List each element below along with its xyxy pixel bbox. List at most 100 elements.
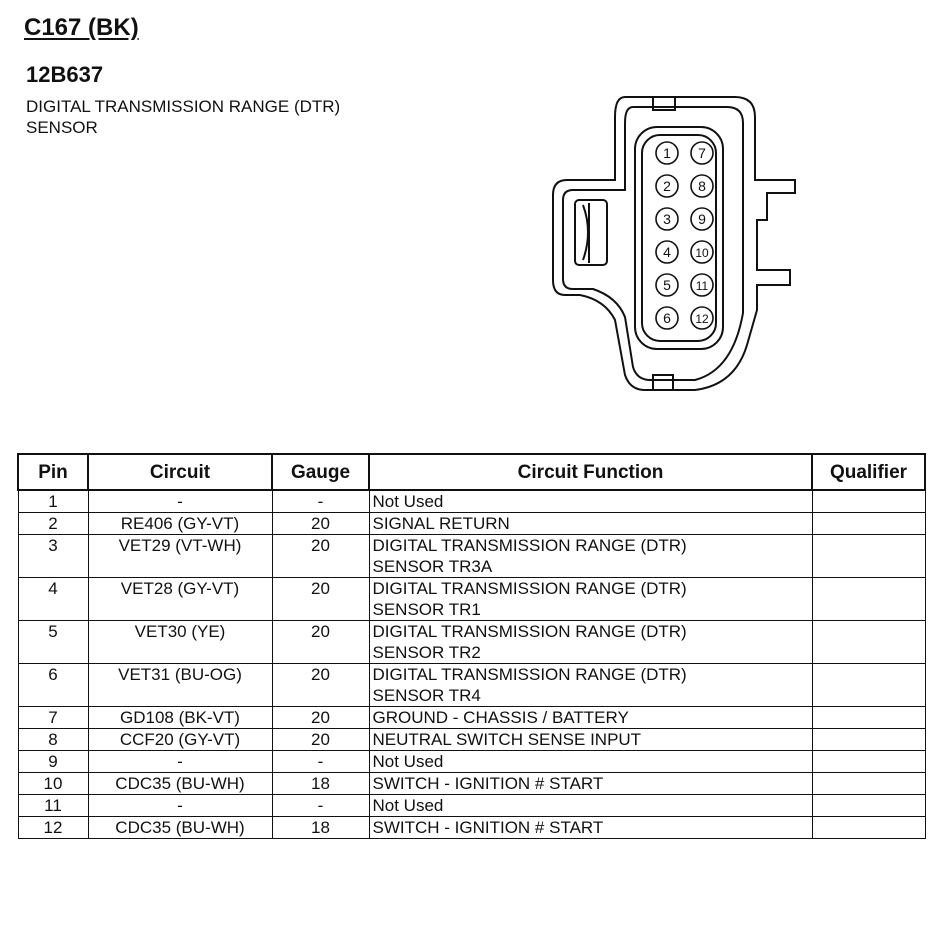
qualifier-cell	[811, 512, 926, 535]
function-cell: Not Used	[368, 794, 813, 817]
function-line-1: DIGITAL TRANSMISSION RANGE (DTR)	[372, 536, 687, 555]
function-line-1: GROUND - CHASSIS / BATTERY	[372, 708, 629, 727]
function-line-2: SENSOR TR3A	[372, 557, 493, 576]
qualifier-cell	[811, 663, 926, 707]
qualifier-cell	[811, 750, 926, 773]
function-line-1: DIGITAL TRANSMISSION RANGE (DTR)	[372, 665, 687, 684]
pin-number-label: 7	[698, 145, 706, 161]
connector-pin-cavity	[634, 126, 724, 350]
pin-number-label: 3	[663, 211, 671, 227]
gauge-cell: 20	[271, 728, 370, 751]
qualifier-cell	[811, 489, 926, 513]
gauge-cell: -	[271, 489, 370, 513]
pin-cell: 9	[17, 750, 89, 773]
function-cell: DIGITAL TRANSMISSION RANGE (DTR) SENSOR T…	[368, 577, 813, 621]
qualifier-cell	[811, 534, 926, 578]
function-cell: NEUTRAL SWITCH SENSE INPUT	[368, 728, 813, 751]
function-line-1: DIGITAL TRANSMISSION RANGE (DTR)	[372, 579, 687, 598]
function-line-1: Not Used	[372, 752, 444, 771]
pin-7-marker: 7	[690, 141, 714, 165]
circuit-cell: GD108 (BK-VT)	[87, 706, 273, 729]
circuit-cell: CDC35 (BU-WH)	[87, 816, 273, 839]
pin-table-header-row: Pin Circuit Gauge Circuit Function Quali…	[17, 453, 926, 491]
qualifier-cell	[811, 706, 926, 729]
description-line-1: DIGITAL TRANSMISSION RANGE (DTR)	[26, 97, 341, 116]
pin-cell: 5	[17, 620, 89, 664]
pin-number-label: 9	[698, 211, 706, 227]
function-cell: SWITCH - IGNITION # START	[368, 772, 813, 795]
pin-cell: 1	[17, 489, 89, 513]
pin-cell: 11	[17, 794, 89, 817]
pin-1-marker: 1	[655, 141, 679, 165]
pin-cell: 10	[17, 772, 89, 795]
pin-2-marker: 2	[655, 174, 679, 198]
pin-number-label: 6	[663, 310, 671, 326]
table-row: 11--Not Used	[17, 794, 926, 817]
function-cell: DIGITAL TRANSMISSION RANGE (DTR)SENSOR T…	[368, 620, 813, 664]
function-line-2: SENSOR TR4	[372, 686, 481, 705]
pin-cell: 8	[17, 728, 89, 751]
pin-cell: 2	[17, 512, 89, 535]
gauge-cell: 20	[271, 620, 370, 664]
gauge-cell: 20	[271, 534, 370, 578]
function-line-1: Not Used	[372, 492, 444, 511]
circuit-cell: -	[87, 750, 273, 773]
pin-4-marker: 4	[655, 240, 679, 264]
circuit-cell: CCF20 (GY-VT)	[87, 728, 273, 751]
pin-9-marker: 9	[690, 207, 714, 231]
connector-id-title: C167 (BK)	[24, 14, 139, 41]
gauge-cell: -	[271, 750, 370, 773]
qualifier-cell	[811, 728, 926, 751]
pin-cell: 12	[17, 816, 89, 839]
function-cell: SIGNAL RETURN	[368, 512, 813, 535]
pin-8-marker: 8	[690, 174, 714, 198]
pin-number-label: 1	[663, 145, 671, 161]
part-number: 12B637	[26, 62, 104, 87]
pin-number-label: 8	[698, 178, 706, 194]
qualifier-cell	[811, 577, 926, 621]
function-cell: Not Used	[368, 489, 813, 513]
qualifier-cell	[811, 772, 926, 795]
pin-number-label: 11	[696, 279, 709, 293]
connector-latch	[574, 199, 608, 266]
header-gauge: Gauge	[271, 453, 370, 491]
function-cell: DIGITAL TRANSMISSION RANGE (DTR) SENSOR T…	[368, 534, 813, 578]
function-line-1: SWITCH - IGNITION # START	[372, 818, 604, 837]
pin-3-marker: 3	[655, 207, 679, 231]
circuit-cell: CDC35 (BU-WH)	[87, 772, 273, 795]
function-line-1: NEUTRAL SWITCH SENSE INPUT	[372, 730, 642, 749]
pin-number-label: 4	[663, 244, 671, 260]
gauge-cell: 20	[271, 512, 370, 535]
gauge-cell: 20	[271, 706, 370, 729]
pin-6-marker: 6	[655, 306, 679, 330]
gauge-cell: 18	[271, 772, 370, 795]
gauge-cell: 18	[271, 816, 370, 839]
pin-5-marker: 5	[655, 273, 679, 297]
circuit-cell: -	[87, 489, 273, 513]
circuit-cell: -	[87, 794, 273, 817]
function-line-1: SWITCH - IGNITION # START	[372, 774, 604, 793]
function-line-2: SENSOR TR1	[372, 600, 481, 619]
circuit-cell: VET28 (GY-VT)	[87, 577, 273, 621]
pin-12-marker: 12	[690, 306, 714, 330]
header-pin: Pin	[17, 453, 89, 491]
pin-table: Pin Circuit Gauge Circuit Function Quali…	[17, 453, 926, 839]
function-line-1: SIGNAL RETURN	[372, 514, 510, 533]
gauge-cell: 20	[271, 577, 370, 621]
pin-cell: 6	[17, 663, 89, 707]
header-qualifier: Qualifier	[811, 453, 926, 491]
qualifier-cell	[811, 816, 926, 839]
function-line-1: Not Used	[372, 796, 444, 815]
function-line-2: SENSOR TR2	[372, 643, 481, 662]
circuit-cell: RE406 (GY-VT)	[87, 512, 273, 535]
